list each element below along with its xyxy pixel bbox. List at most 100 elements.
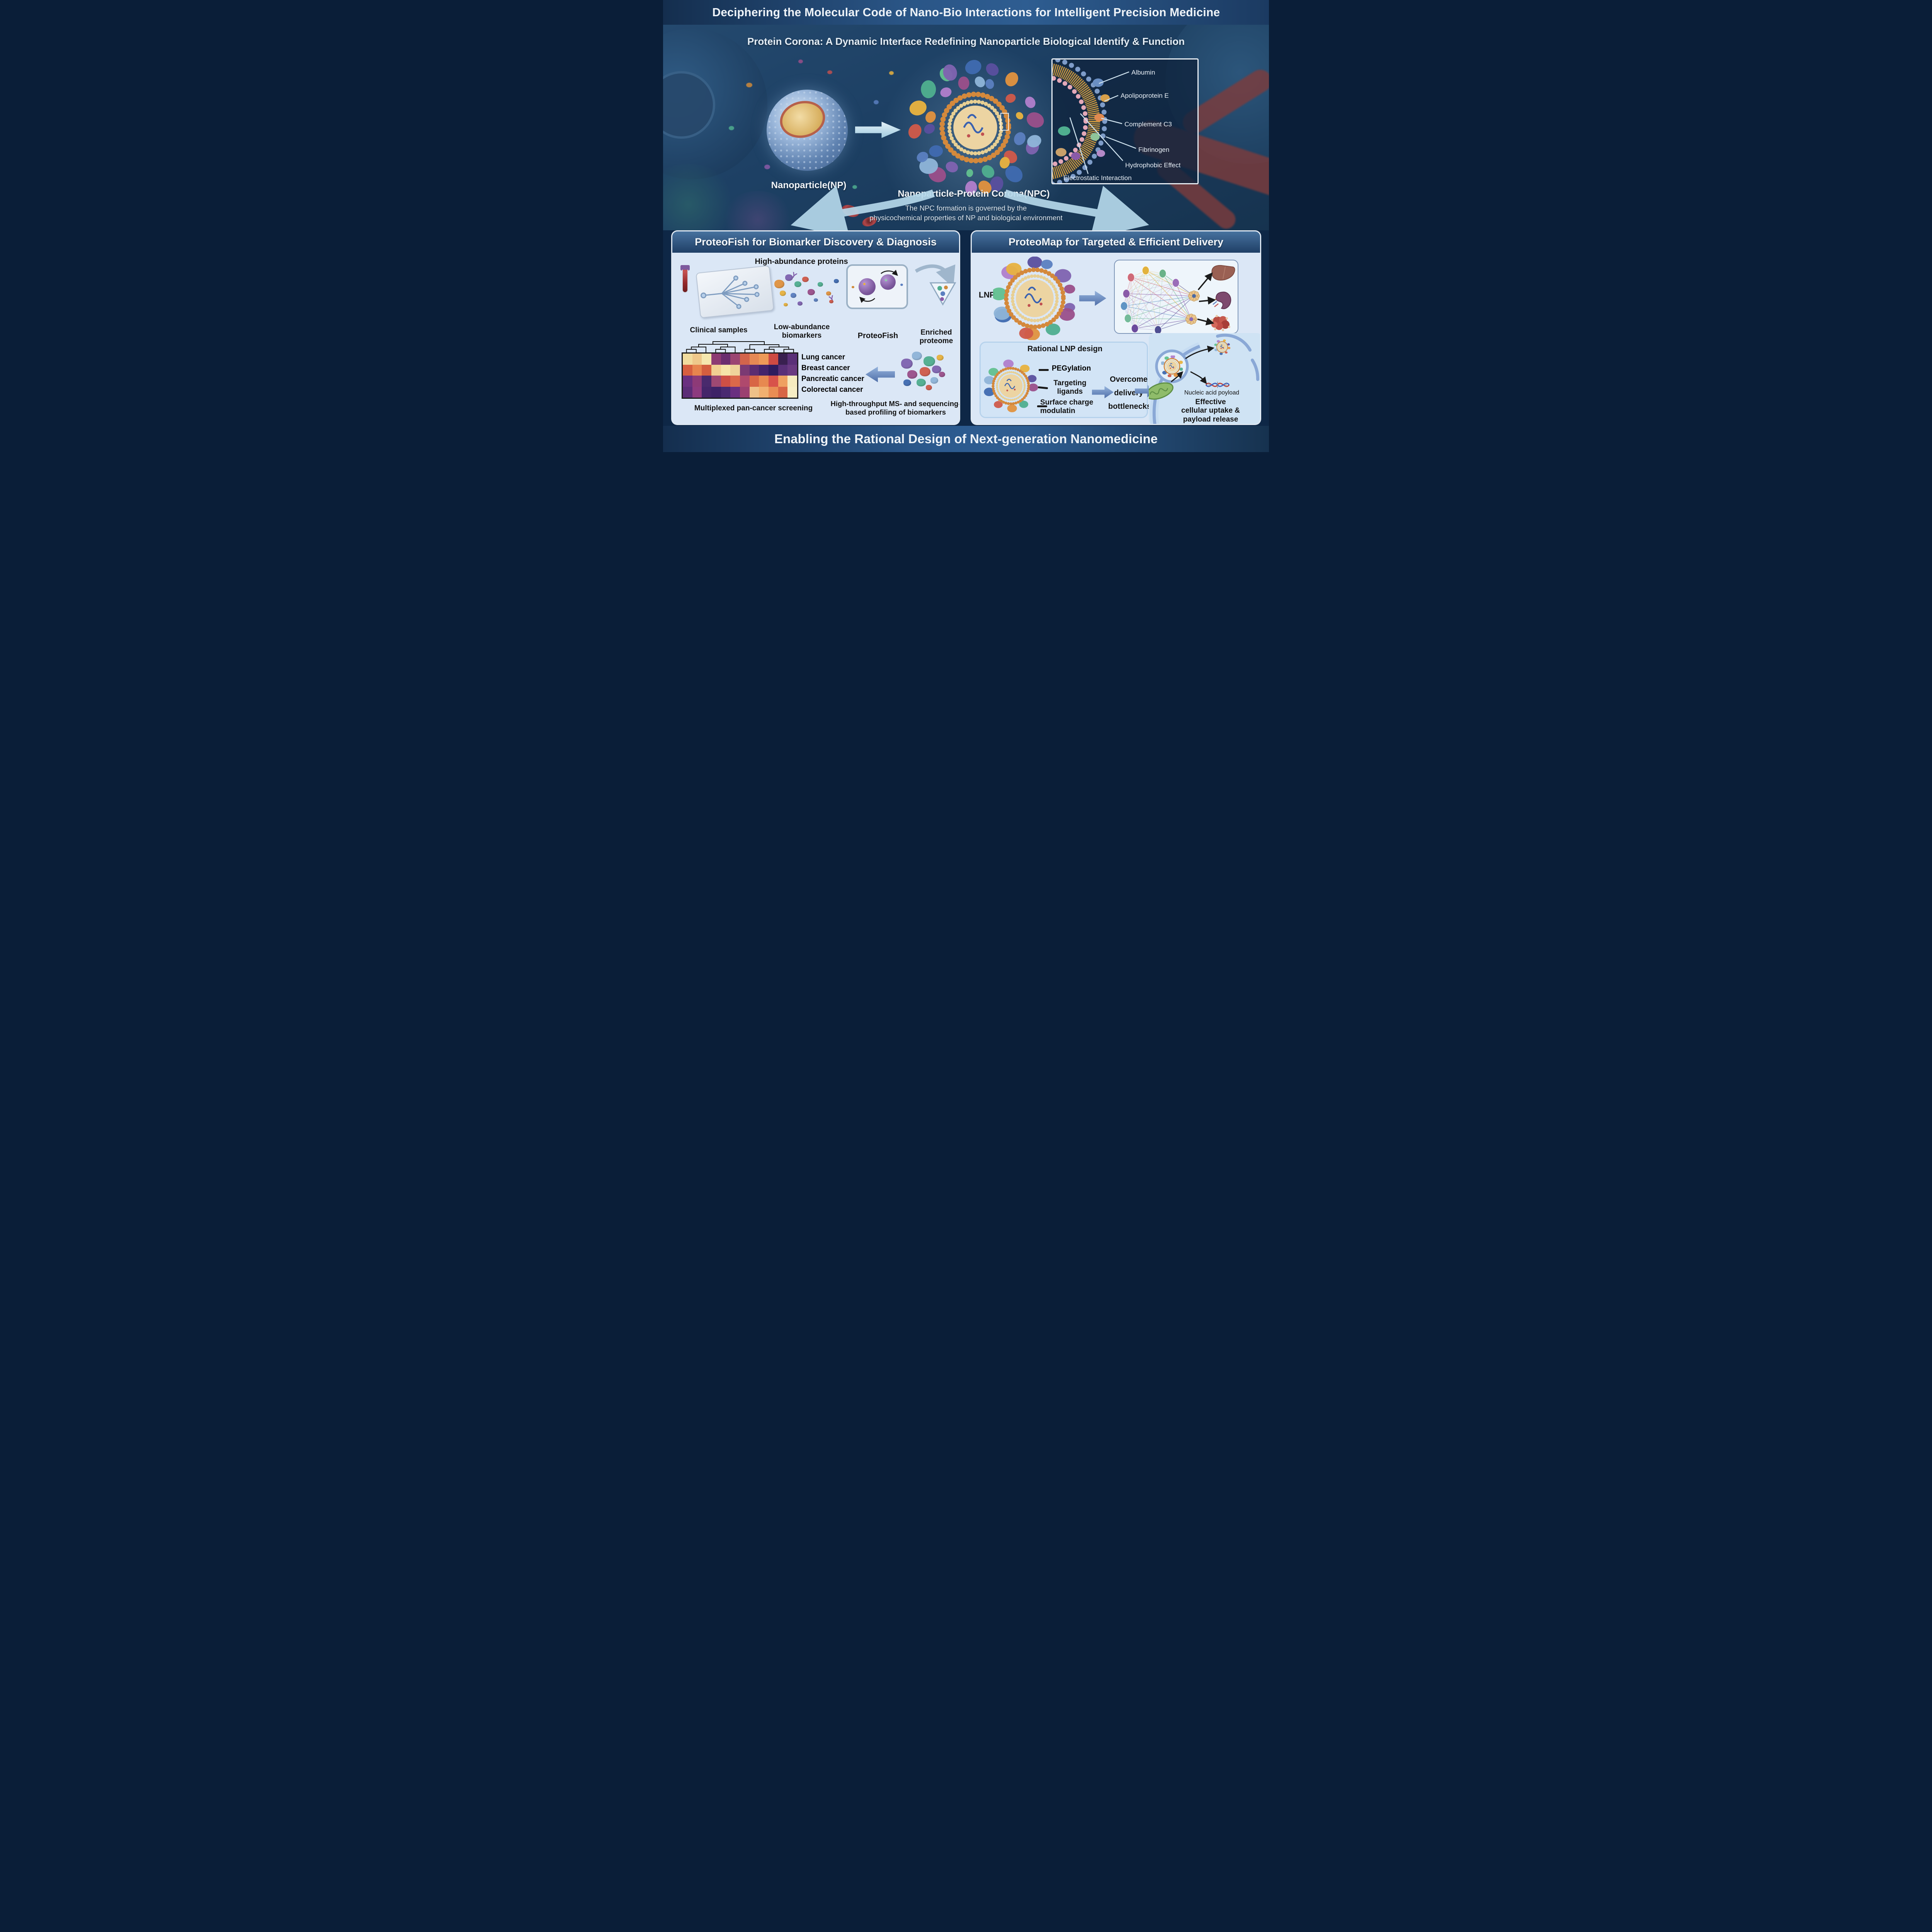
enrichment-funnel: [915, 264, 956, 306]
heatmap-cell: [683, 354, 692, 365]
np-to-npc-arrow: [855, 121, 901, 138]
protein-blob: [791, 293, 796, 298]
lnp-label: LNP: [979, 291, 995, 299]
bilayer-art: [1053, 60, 1136, 183]
heatmap-cell: [759, 386, 769, 398]
heatmap-cell: [787, 354, 797, 365]
heatmap-cell: [768, 354, 778, 365]
protein-blob: [808, 289, 815, 295]
lnp-to-network-arrow: [1079, 291, 1106, 306]
heatmap-cell: [740, 364, 750, 376]
inset-label-complement: Complement C3: [1124, 121, 1172, 128]
heatmap-cell: [768, 386, 778, 398]
heatmap-cell: [721, 376, 731, 387]
heatmap-cell: [778, 364, 788, 376]
tumor-icon: [1211, 315, 1230, 331]
network-graph: [1120, 265, 1235, 335]
kidney-icon: [1212, 291, 1231, 309]
escaped-lnp: [1214, 339, 1231, 355]
protein-blob: [826, 291, 831, 296]
protein-speck: [729, 126, 734, 130]
heatmap-cell: [692, 354, 702, 365]
protein-speck: [852, 185, 857, 189]
effective-line2: cellular uptake &: [1181, 406, 1240, 415]
protein-blob: [926, 385, 932, 390]
targeting-line1: Targeting: [1053, 379, 1087, 387]
cancer-label-colorectal: Colorectal cancer: [801, 386, 863, 394]
npc-note-line2: physicochemical properties of NP and bio…: [869, 214, 1063, 222]
protein-blob: [784, 303, 788, 306]
protein-blob: [939, 372, 945, 377]
highthroughput-line2: based profiling of biomarkers: [845, 408, 946, 416]
lnp-illustration: [993, 257, 1075, 340]
protein-blob: [798, 301, 803, 306]
protein-speck: [827, 70, 832, 74]
targeting-line2: ligands: [1057, 388, 1083, 396]
callout-dash: [1039, 369, 1049, 371]
lnp-in-vesicle: [1161, 355, 1183, 377]
clinical-samples-label: Clinical samples: [690, 326, 748, 334]
protein-blob: [901, 359, 913, 369]
heatmap-cell: [787, 386, 797, 398]
protein-blob: [785, 274, 793, 281]
protein-blob: [780, 291, 786, 296]
heatmap-cell: [768, 364, 778, 376]
npc-note-line1: The NPC formation is governed by the: [905, 204, 1027, 212]
enriched-line2: proteome: [919, 337, 953, 345]
heatmap-cell: [749, 354, 759, 365]
arrow-to-liver: [1197, 272, 1213, 291]
arrow-to-tumor: [1197, 317, 1214, 325]
chip-channels: [701, 276, 760, 309]
highthroughput-line1: High-throughput MS- and sequencing-: [830, 400, 960, 408]
heatmap-cell: [778, 386, 788, 398]
protein-blob: [834, 279, 839, 283]
graphical-abstract: Deciphering the Molecular Code of Nano-B…: [663, 0, 1269, 452]
highthroughput-caption: High-throughput MS- and sequencing- base…: [828, 400, 960, 417]
cell-uptake-scene: Nucleic acid poyload Effective cellular …: [1146, 333, 1260, 424]
heatmap-cell: [702, 354, 711, 365]
proteofish-label: ProteoFish: [857, 332, 898, 340]
bottom-title: Enabling the Rational Design of Next-gen…: [774, 432, 1158, 446]
heatmap-cell: [740, 386, 750, 398]
proteomap-header: ProteoMap for Targeted & Efficient Deliv…: [971, 230, 1261, 253]
inset-label-albumin: Albumin: [1131, 69, 1155, 76]
overcome-line1: Overcome: [1110, 375, 1148, 384]
protein-blob: [903, 379, 911, 386]
effective-line1: Effective: [1195, 398, 1226, 406]
heatmap-cell: [749, 386, 759, 398]
protein-blob: [937, 355, 944, 361]
high-abundance-label: High-abundance proteins: [755, 257, 848, 266]
inset-label-apolipoprotein: Apolipoprotein E: [1121, 92, 1169, 99]
heatmap-cell: [740, 376, 750, 387]
liver-icon: [1211, 265, 1235, 281]
protein-speck: [764, 165, 770, 169]
proteofish-body: High-abundance proteins: [671, 253, 960, 425]
protein-mixture-cluster: Y Y: [772, 270, 849, 316]
heatmap-cell: [711, 376, 721, 387]
speck: [863, 283, 866, 285]
pan-cancer-heatmap: [682, 352, 798, 399]
main-title: Deciphering the Molecular Code of Nano-B…: [712, 5, 1220, 19]
nucleic-acid-label: Nucleic acid poyload: [1184, 389, 1240, 396]
proteofish-header: ProteoFish for Biomarker Discovery & Dia…: [671, 230, 960, 253]
protein-blob: [930, 377, 938, 384]
arrow-to-kidney: [1199, 296, 1216, 305]
targeting-ligands-label: Targeting ligands: [1049, 379, 1091, 396]
npc-label: Nanoparticle-Protein Corona(NPC): [898, 189, 1050, 199]
proteomap-title: ProteoMap for Targeted & Efficient Deliv…: [1008, 236, 1224, 248]
nanoparticle-illustration: [767, 90, 848, 171]
biomarker-back-arrow: [866, 366, 895, 383]
protein-blob: [920, 367, 930, 376]
proteofish-title: ProteoFish for Biomarker Discovery & Dia…: [695, 236, 937, 248]
cancer-label-pancreatic: Pancreatic cancer: [801, 375, 864, 383]
heatmap-cell: [702, 386, 711, 398]
pegylation-label: PEGylation: [1052, 364, 1091, 372]
hero-scene: Protein Corona: A Dynamic Interface Rede…: [663, 25, 1269, 230]
heatmap-cell: [711, 364, 721, 376]
protein-blob: [912, 352, 922, 360]
heatmap-cell: [740, 354, 750, 365]
heatmap-cell: [730, 376, 740, 387]
heatmap-cell: [778, 376, 788, 387]
heatmap-cell: [721, 354, 731, 365]
heatmap-cell: [787, 364, 797, 376]
